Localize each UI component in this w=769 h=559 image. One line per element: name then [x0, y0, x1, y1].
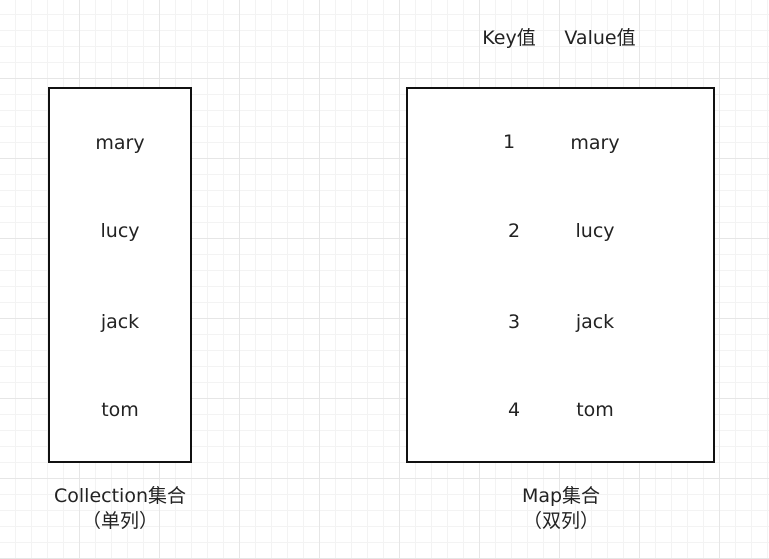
map-caption: Map集合 （双列） [522, 484, 600, 534]
map-caption-title: Map集合 [521, 485, 601, 507]
collection-caption-subtitle: （单列） [81, 510, 159, 532]
map-value-tom: tom [576, 399, 614, 421]
collection-item-lucy: lucy [100, 220, 140, 242]
map-value-mary: mary [570, 132, 620, 154]
map-value-header: Value值 [564, 27, 636, 49]
collection-item-tom: tom [101, 399, 139, 421]
map-key-header: Key值 [482, 27, 536, 49]
collection-caption: Collection集合 （单列） [54, 484, 186, 534]
map-key-3: 3 [507, 311, 521, 333]
map-key-4: 4 [507, 399, 521, 421]
map-box [406, 87, 715, 463]
map-value-lucy: lucy [575, 220, 615, 242]
map-key-1: 1 [502, 131, 516, 153]
map-caption-subtitle: （双列） [522, 510, 600, 532]
collection-item-jack: jack [100, 311, 140, 333]
map-key-2: 2 [507, 220, 521, 242]
collection-caption-title: Collection集合 [54, 485, 186, 507]
map-value-jack: jack [575, 311, 615, 333]
collection-item-mary: mary [95, 132, 145, 154]
collection-box [48, 87, 192, 463]
